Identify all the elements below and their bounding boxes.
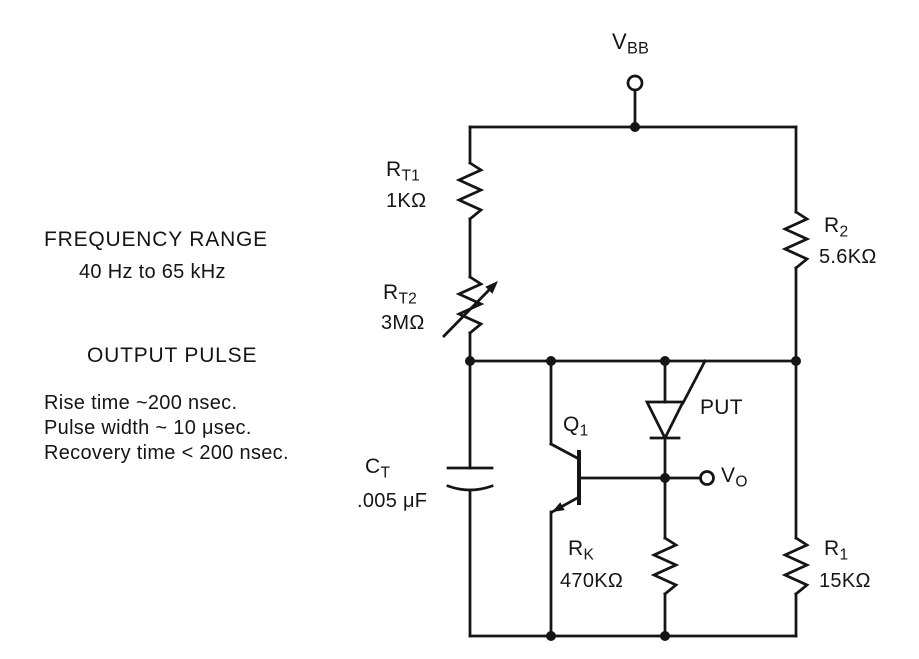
output-pulse-specs: Rise time ~200 nsec. Pulse width ~ 10 μs… [44,391,289,466]
label-r2: R2 [824,214,848,241]
frequency-range-value: 40 Hz to 65 kHz [79,261,226,283]
junction-dot-timing-left [465,356,475,366]
label-vbb: VBB [612,29,649,59]
label-vbb-sub: BB [626,39,650,58]
label-rt2-base: R [383,281,399,304]
put-gate-lead [681,359,707,405]
rt2-arrowhead [485,281,498,294]
label-r1: R1 [824,537,848,564]
label-ct: CT [365,455,390,482]
put-triangle [644,400,686,442]
label-rk-sub: K [583,546,595,564]
junction-dot-rk-ground [660,631,670,641]
output-pulse-title: OUTPUT PULSE [87,344,258,367]
junction-dot-emitter-ground [546,631,556,641]
value-rt2: 3MΩ [381,312,425,334]
label-q1-base: Q [563,413,580,436]
spec-recovery-time: Recovery time < 200 nsec. [44,442,289,464]
rt2-arrow-shaft [442,286,493,338]
q1-collector [549,442,581,461]
value-rt1: 1KΩ [386,190,427,212]
junction-dot-q1-collector [546,356,556,366]
label-put: PUT [700,396,743,419]
value-ct: .005 μF [357,490,428,512]
resistor-r1 [781,536,811,596]
label-ct-base: C [365,455,381,478]
label-rt1-base: R [386,158,402,181]
label-rt2: RT2 [383,281,417,308]
label-vo-base: V [721,464,736,487]
spec-pulse-width: Pulse width ~ 10 μsec. [44,417,252,439]
label-vo-sub: O [735,473,748,491]
value-rk: 470KΩ [560,570,624,592]
frequency-range-title: FREQUENCY RANGE [44,228,268,251]
resistor-r2 [781,210,811,270]
label-q1-sub: 1 [579,422,589,440]
label-rt1-sub: T1 [401,167,420,185]
label-rt1: RT1 [386,158,420,185]
value-r1: 15KΩ [819,570,871,592]
label-r2-base: R [824,214,840,237]
label-r1-base: R [824,537,840,560]
label-ct-sub: T [380,464,391,482]
label-r1-sub: 1 [839,546,849,564]
value-r2: 5.6KΩ [819,246,877,268]
label-q1: Q1 [563,413,588,440]
junction-dot-put-anode [660,356,670,366]
terminal-vbb [626,74,644,92]
q1-emitter-arrowhead [552,502,565,512]
resistor-rt2 [455,275,485,335]
label-rt2-sub: T2 [398,290,417,308]
spec-rise-time: Rise time ~200 nsec. [44,392,238,414]
label-vbb-base: V [612,29,627,54]
label-rk: RK [568,537,594,564]
label-rk-base: R [568,537,584,560]
junction-dot-vbb [630,122,640,132]
resistor-rk [650,536,680,596]
junction-dot-output [660,473,670,483]
label-vo: VO [721,464,748,491]
junction-dot-divider [791,356,801,366]
label-r2-sub: 2 [839,223,849,241]
resistor-rt1 [455,161,485,221]
terminal-vo [699,470,715,486]
